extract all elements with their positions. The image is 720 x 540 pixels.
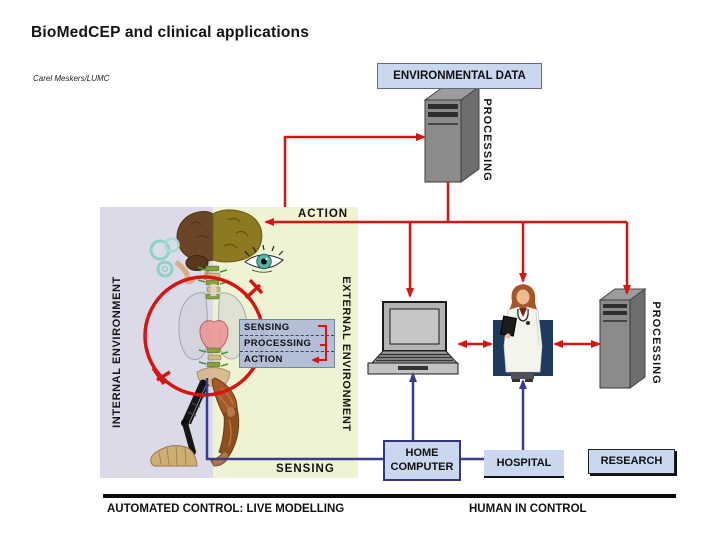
processing-label-top: PROCESSING [481, 98, 493, 182]
clinician-figure [493, 284, 553, 382]
server-tower-icon [423, 86, 481, 183]
skeletal-foot-illustration [150, 445, 198, 467]
red-flow-lines [264, 133, 631, 348]
body-loop-action: ACTION [244, 354, 283, 365]
server-tower-icon-right [598, 288, 647, 389]
hospital-label: HOSPITAL [484, 450, 564, 478]
body-loop-processing: PROCESSING [240, 336, 334, 352]
sensing-flow-label: SENSING [276, 463, 335, 475]
automated-control-caption: AUTOMATED CONTROL: LIVE MODELLING [107, 503, 345, 515]
bottom-divider-line [103, 494, 676, 498]
processing-label-right: PROCESSING [650, 301, 662, 385]
body-loop-bracket [311, 325, 327, 364]
human-body-collage [143, 209, 284, 467]
home-computer-label: HOME COMPUTER [383, 440, 461, 481]
action-flow-label: ACTION [298, 208, 349, 220]
author-credit: Carel Meskers/LUMC [33, 74, 110, 83]
clipboard-icon [499, 315, 518, 337]
blue-flow-lines [205, 372, 527, 461]
human-in-control-caption: HUMAN IN CONTROL [469, 503, 587, 515]
body-loop-sensing: SENSING [240, 320, 334, 336]
environmental-data-label: ENVIRONMENTAL DATA [377, 63, 542, 89]
eye-illustration [244, 244, 284, 273]
slide-title: BioMedCEP and clinical applications [31, 24, 310, 41]
muscle-leg-illustration [210, 377, 240, 467]
external-environment-label: EXTERNAL ENVIRONMENT [340, 276, 352, 432]
laptop-icon [367, 301, 459, 375]
research-label: RESEARCH [588, 449, 675, 474]
brain-illustration [176, 209, 263, 281]
internal-environment-label: INTERNAL ENVIRONMENT [111, 276, 123, 428]
